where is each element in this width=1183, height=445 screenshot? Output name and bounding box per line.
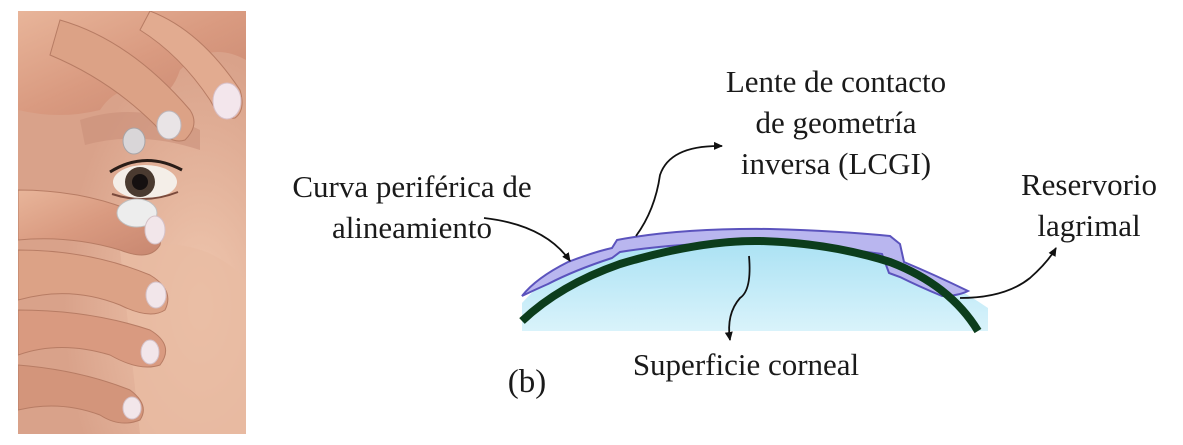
label-lens-line2: de geometría bbox=[756, 105, 917, 140]
label-lens-line1: Lente de contacto bbox=[726, 64, 946, 99]
label-peripheral-line1: Curva periférica de bbox=[292, 169, 531, 204]
arrow-corneal-surface bbox=[724, 255, 751, 341]
contact-lens-insertion-photo bbox=[18, 11, 246, 434]
label-reservoir-line1: Reservorio bbox=[1021, 167, 1157, 202]
reverse-geometry-lens bbox=[521, 227, 971, 298]
ortho-k-lens-diagram: Lente de contacto de geometría inversa (… bbox=[292, 64, 1157, 400]
arrow-tear-reservoir bbox=[959, 247, 1057, 299]
panel-label-b: (b) bbox=[508, 364, 546, 400]
arrow-peripheral-curve bbox=[483, 217, 571, 262]
label-reservoir-line2: lagrimal bbox=[1037, 208, 1140, 243]
label-cornea: Superficie corneal bbox=[633, 347, 859, 382]
label-peripheral-line2: alineamiento bbox=[332, 210, 492, 245]
label-lens-line3: inversa (LCGI) bbox=[741, 146, 931, 181]
arrow-lens bbox=[635, 141, 723, 237]
corneal-surface-curve bbox=[519, 236, 982, 334]
